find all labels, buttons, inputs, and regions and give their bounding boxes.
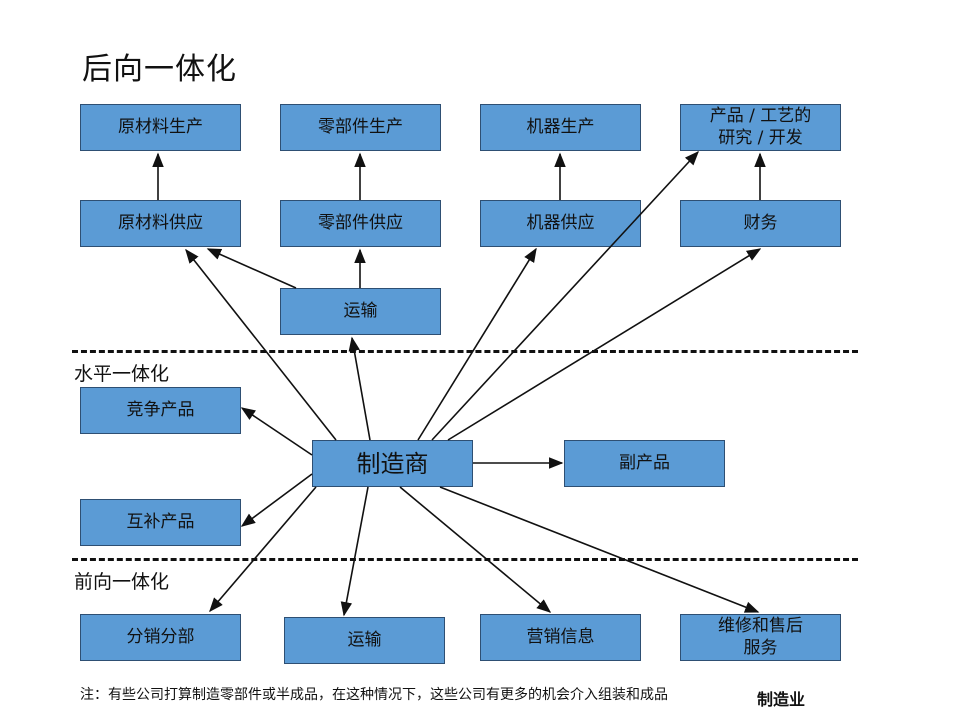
box-after-sales-service: 维修和售后 服务 [680,614,841,661]
box-machine-production: 机器生产 [480,104,641,151]
arrow-manufacturer-to-complementary [240,473,313,527]
separator-backward-horizontal [72,350,858,353]
box-byproducts: 副产品 [564,440,725,487]
page-title: 后向一体化 [82,52,237,87]
section-label-forward: 前向一体化 [74,571,170,593]
arrow-manufacturer-to-finance [447,248,762,441]
box-machine-supply: 机器供应 [480,200,641,247]
arrow-transport-to-raw-supply [206,248,297,289]
footnote: 注：有些公司打算制造零部件或半成品，在这种情况下，这些公司有更多的机会介入组装和… [80,687,668,703]
box-distribution: 分销分部 [80,614,241,661]
arrow-manufacturer-to-machine-supply [417,247,537,441]
box-raw-material-production: 原材料生产 [80,104,241,151]
arrow-manufacturer-to-after-sales [439,486,760,613]
box-parts-production: 零部件生产 [280,104,441,151]
box-raw-material-supply: 原材料供应 [80,200,241,247]
section-label-horizontal: 水平一体化 [74,363,170,385]
footnote-tail: 制造业 [757,690,806,709]
box-marketing-information: 营销信息 [480,614,641,661]
box-complementary-products: 互补产品 [80,499,241,546]
separator-horizontal-forward [72,558,858,561]
arrow-manufacturer-to-rd [431,150,699,441]
arrow-manufacturer-to-transport-top [348,336,371,441]
arrow-manufacturer-to-competing [240,407,313,456]
arrow-manufacturer-to-marketing [399,486,552,613]
box-competing-products: 竞争产品 [80,387,241,434]
box-transport-forward: 运输 [284,617,445,664]
box-transport-backward: 运输 [280,288,441,335]
box-finance: 财务 [680,200,841,247]
arrow-manufacturer-to-distribution [209,486,317,613]
arrow-manufacturer-to-transport-bottom [340,486,369,617]
box-manufacturer: 制造商 [312,440,473,487]
box-parts-supply: 零部件供应 [280,200,441,247]
arrow-manufacturer-to-raw-supply [185,248,337,441]
box-product-process-rd: 产品 / 工艺的 研究 / 开发 [680,104,841,151]
